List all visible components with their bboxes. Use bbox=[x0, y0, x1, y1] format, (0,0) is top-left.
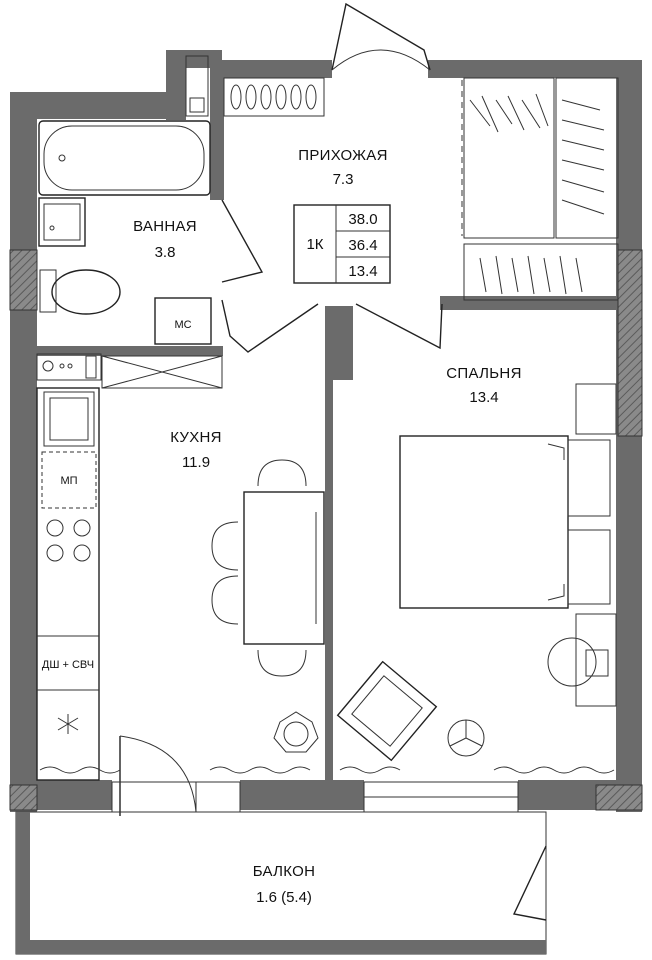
apartment-type: 1К bbox=[306, 236, 323, 253]
bedroom-name: СПАЛЬНЯ bbox=[446, 365, 521, 382]
dishwasher-microwave-label: ДШ + СВЧ bbox=[42, 659, 94, 671]
room-labels: ПРИХОЖАЯ 7.3 ВАННАЯ 3.8 КУХНЯ 11.9 СПАЛЬ… bbox=[133, 147, 521, 906]
bathroom-fixtures: МС bbox=[38, 55, 212, 345]
plant-icon bbox=[273, 711, 319, 753]
living-area: 13.4 bbox=[348, 263, 377, 280]
side-table-icon bbox=[447, 719, 485, 757]
balcony-area: 1.6 (5.4) bbox=[256, 889, 312, 906]
chair-icons bbox=[211, 459, 307, 677]
doors bbox=[111, 2, 547, 921]
walls bbox=[9, 50, 643, 955]
total-area: 38.0 bbox=[348, 211, 377, 228]
hallway-area: 7.3 bbox=[333, 171, 354, 188]
balcony-name: БАЛКОН bbox=[253, 863, 316, 880]
fridge-icon bbox=[57, 714, 79, 734]
shoe-rack-icon bbox=[230, 84, 317, 110]
stove-icon bbox=[46, 519, 91, 562]
bathroom-area: 3.8 bbox=[155, 244, 176, 261]
hangers bbox=[469, 93, 605, 295]
bedroom-area: 13.4 bbox=[469, 389, 498, 406]
kitchen-name: КУХНЯ bbox=[170, 429, 222, 446]
living-area-total: 36.4 bbox=[348, 237, 377, 254]
microwave-oven-label: МП bbox=[60, 475, 77, 487]
armchair-icon bbox=[336, 660, 438, 762]
kitchen-fixtures: МП ДШ + СВЧ bbox=[36, 353, 325, 781]
washing-machine-label: МС bbox=[174, 319, 191, 331]
bedroom-fixtures bbox=[336, 383, 617, 774]
hallway-name: ПРИХОЖАЯ bbox=[298, 147, 388, 164]
kitchen-area: 11.9 bbox=[182, 454, 210, 471]
hallway-fixtures: 1К 38.0 36.4 13.4 bbox=[223, 77, 619, 301]
bathroom-name: ВАННАЯ bbox=[133, 218, 197, 235]
